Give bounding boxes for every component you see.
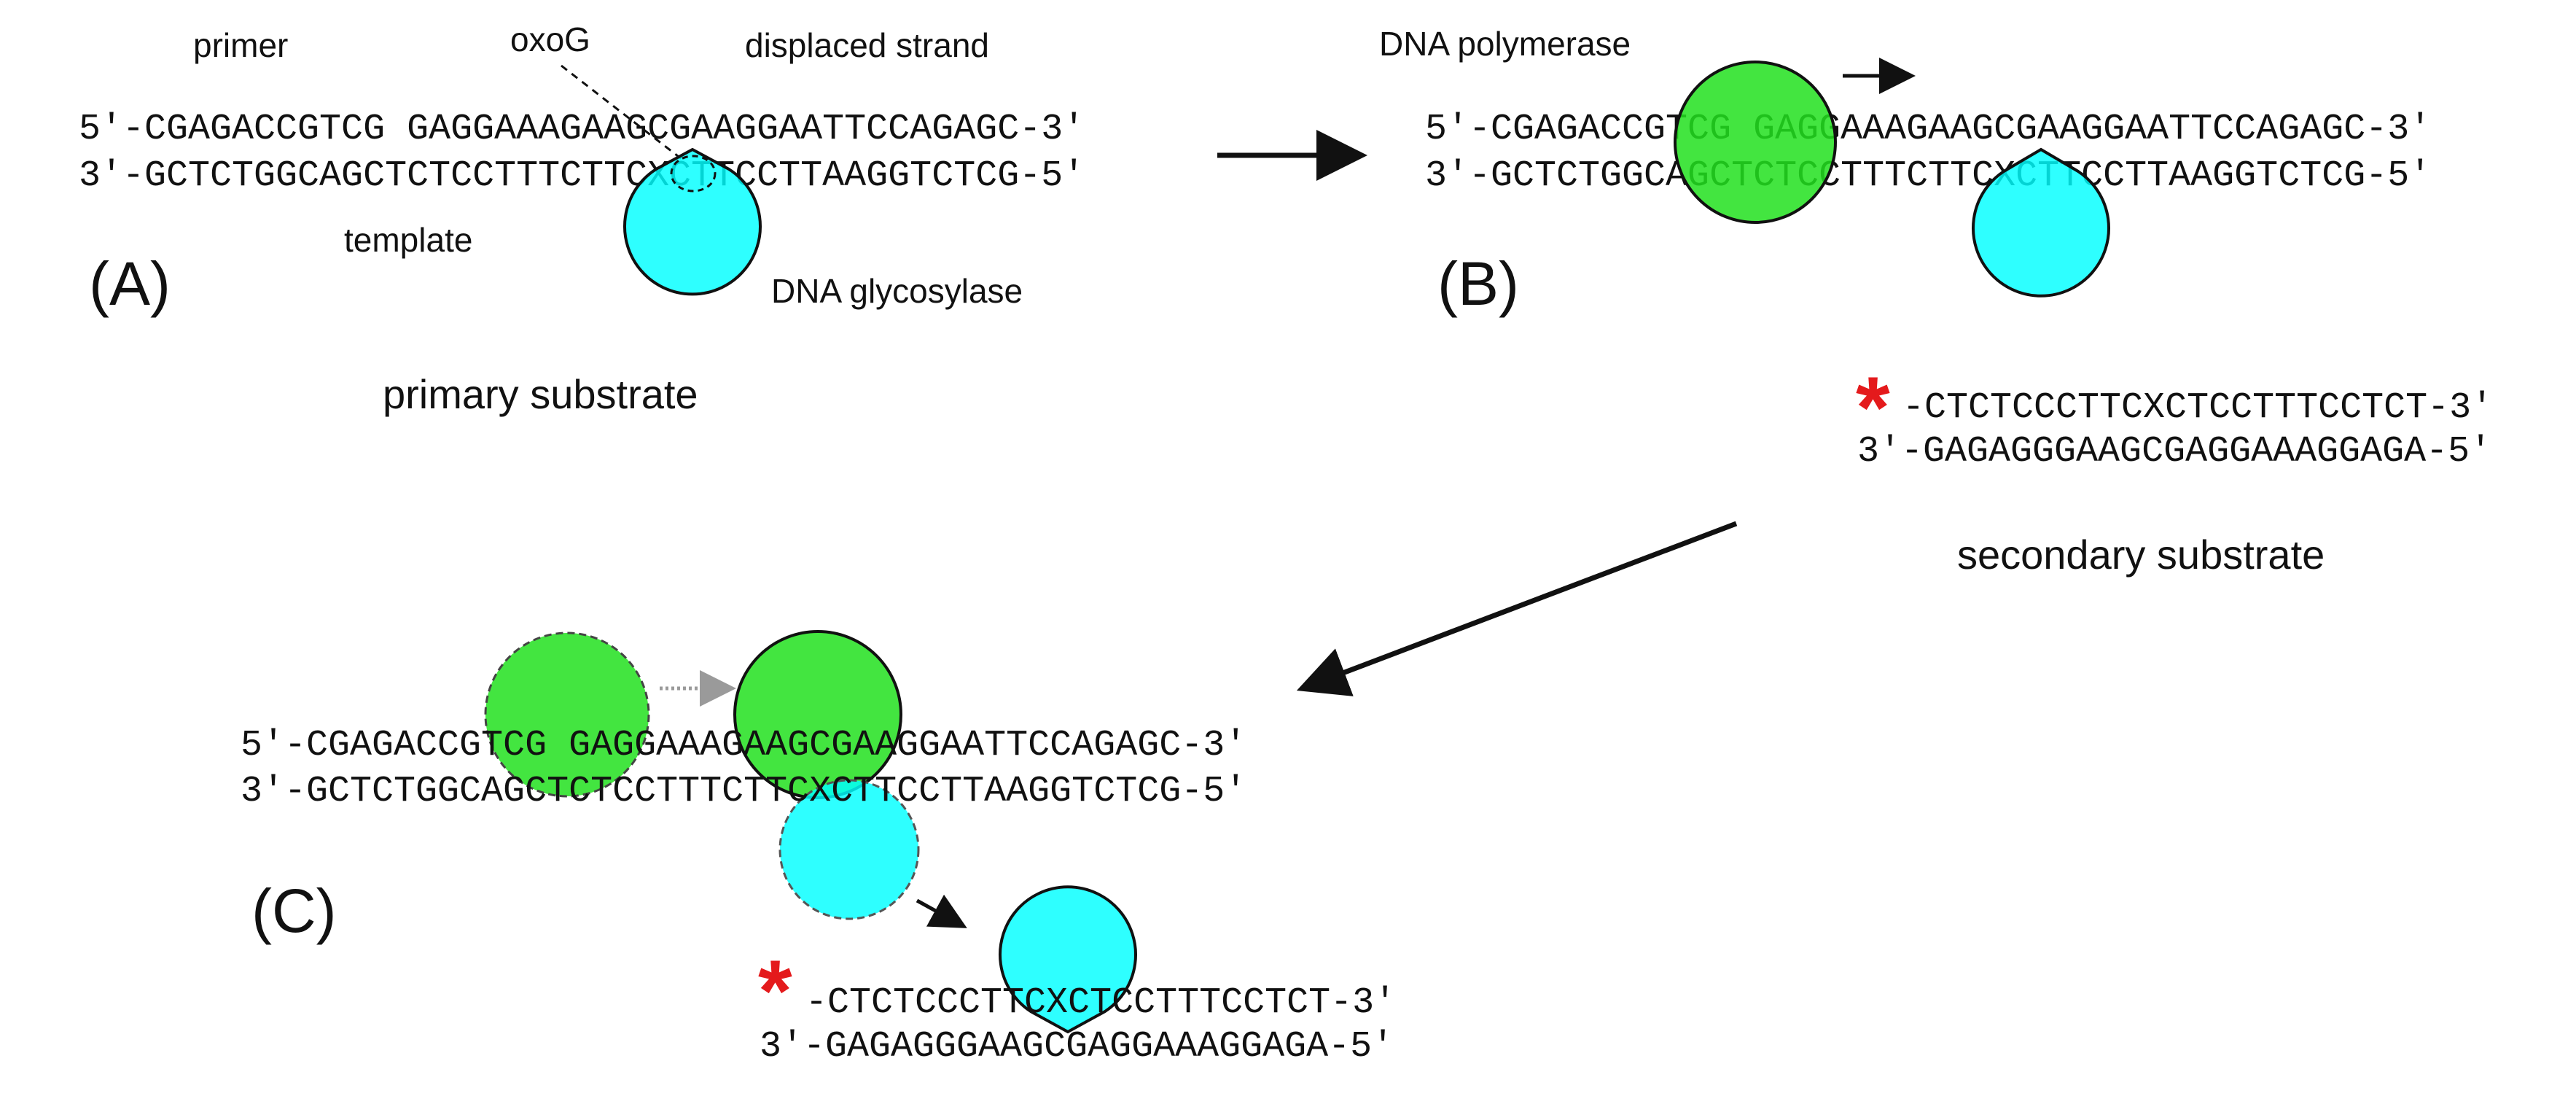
- template-label: template: [344, 221, 472, 259]
- secondary-bottom-strand-b: 3′-GAGAGGGAAGCGAGGAAAGGAGA-5′: [1857, 431, 2491, 473]
- primary-substrate-caption: primary substrate: [383, 371, 698, 417]
- dna-glycosylase-shape-a: [623, 147, 762, 296]
- c-bottom-strand: 3′-GCTCTGGCAGCTCTCCTTTCTTCXCTTCCTTAAGGTC…: [241, 771, 1246, 812]
- c-secondary-bottom-strand: 3′-GAGAGGGAAGCGAGGAAAGGAGA-5′: [760, 1026, 1394, 1068]
- panel-c: 5′-CGAGACCGTCG GAGGAAAGAAGCGAAGGAATTCCAG…: [241, 630, 1396, 1068]
- glycosylase-on-secondary-substrate: [999, 885, 1137, 1034]
- panel-b: DNA polymerase 5′-CGAGACCGTCG GAGGAAAGAA…: [1379, 25, 2493, 578]
- oxog-site-marker: [670, 155, 717, 193]
- secondary-substrate-caption: secondary substrate: [1957, 532, 2325, 578]
- c-top-strand: 5′-CGAGACCGTCG GAGGAAAGAAGCGAAGGAATTCCAG…: [241, 725, 1246, 766]
- secondary-panel-bottom-strand: 3′-GCTCTGGCAGCTCTCCTTTCTTCXCTTCCTTAAGGTC…: [1425, 155, 2431, 197]
- primary-bottom-strand: 3′-GCTCTGGCAGCTCTCCTTTCTTCXCTTCCTTAAGGTC…: [79, 155, 1085, 197]
- displaced-strand-label: displaced strand: [745, 26, 989, 64]
- secondary-panel-top-strand: 5′-CGAGACCGTCG GAGGAAAGAAGCGAAGGAATTCCAG…: [1425, 109, 2431, 150]
- arrow-b-to-c: [1296, 521, 1738, 696]
- polymerase-label: DNA polymerase: [1379, 25, 1631, 63]
- oxog-label: oxoG: [510, 20, 590, 58]
- dna-polymerase-shape-b: [1674, 61, 1837, 224]
- secondary-top-strand-b: -CTCTCCCTTCXCTCCTTTCCTCT-3′: [1902, 387, 2493, 429]
- red-asterisk-c: *: [758, 942, 792, 1040]
- primer-label: primer: [193, 26, 288, 64]
- panel-a: primer oxoG displaced strand 5′-CGAGACCG…: [79, 20, 1085, 417]
- glycosylase-transfer-arrow: [916, 894, 967, 928]
- c-secondary-top-strand: -CTCTCCCTTCXCTCCTTTCCTCT-3′: [805, 982, 1396, 1024]
- glycosylase-previous-position: [778, 779, 920, 920]
- panel-c-label: (C): [251, 877, 337, 945]
- dna-glycosylase-shape-b: [1972, 147, 2110, 298]
- red-asterisk-b: *: [1856, 359, 1890, 456]
- glycosylase-label: DNA glycosylase: [771, 272, 1023, 310]
- panel-a-label: (A): [89, 249, 171, 318]
- primary-top-strand: 5′-CGAGACCGTCG GAGGAAAGAAGCGAAGGAATTCCAG…: [79, 109, 1085, 150]
- panel-b-label: (B): [1437, 249, 1519, 318]
- polymerase-previous-position: [484, 631, 650, 798]
